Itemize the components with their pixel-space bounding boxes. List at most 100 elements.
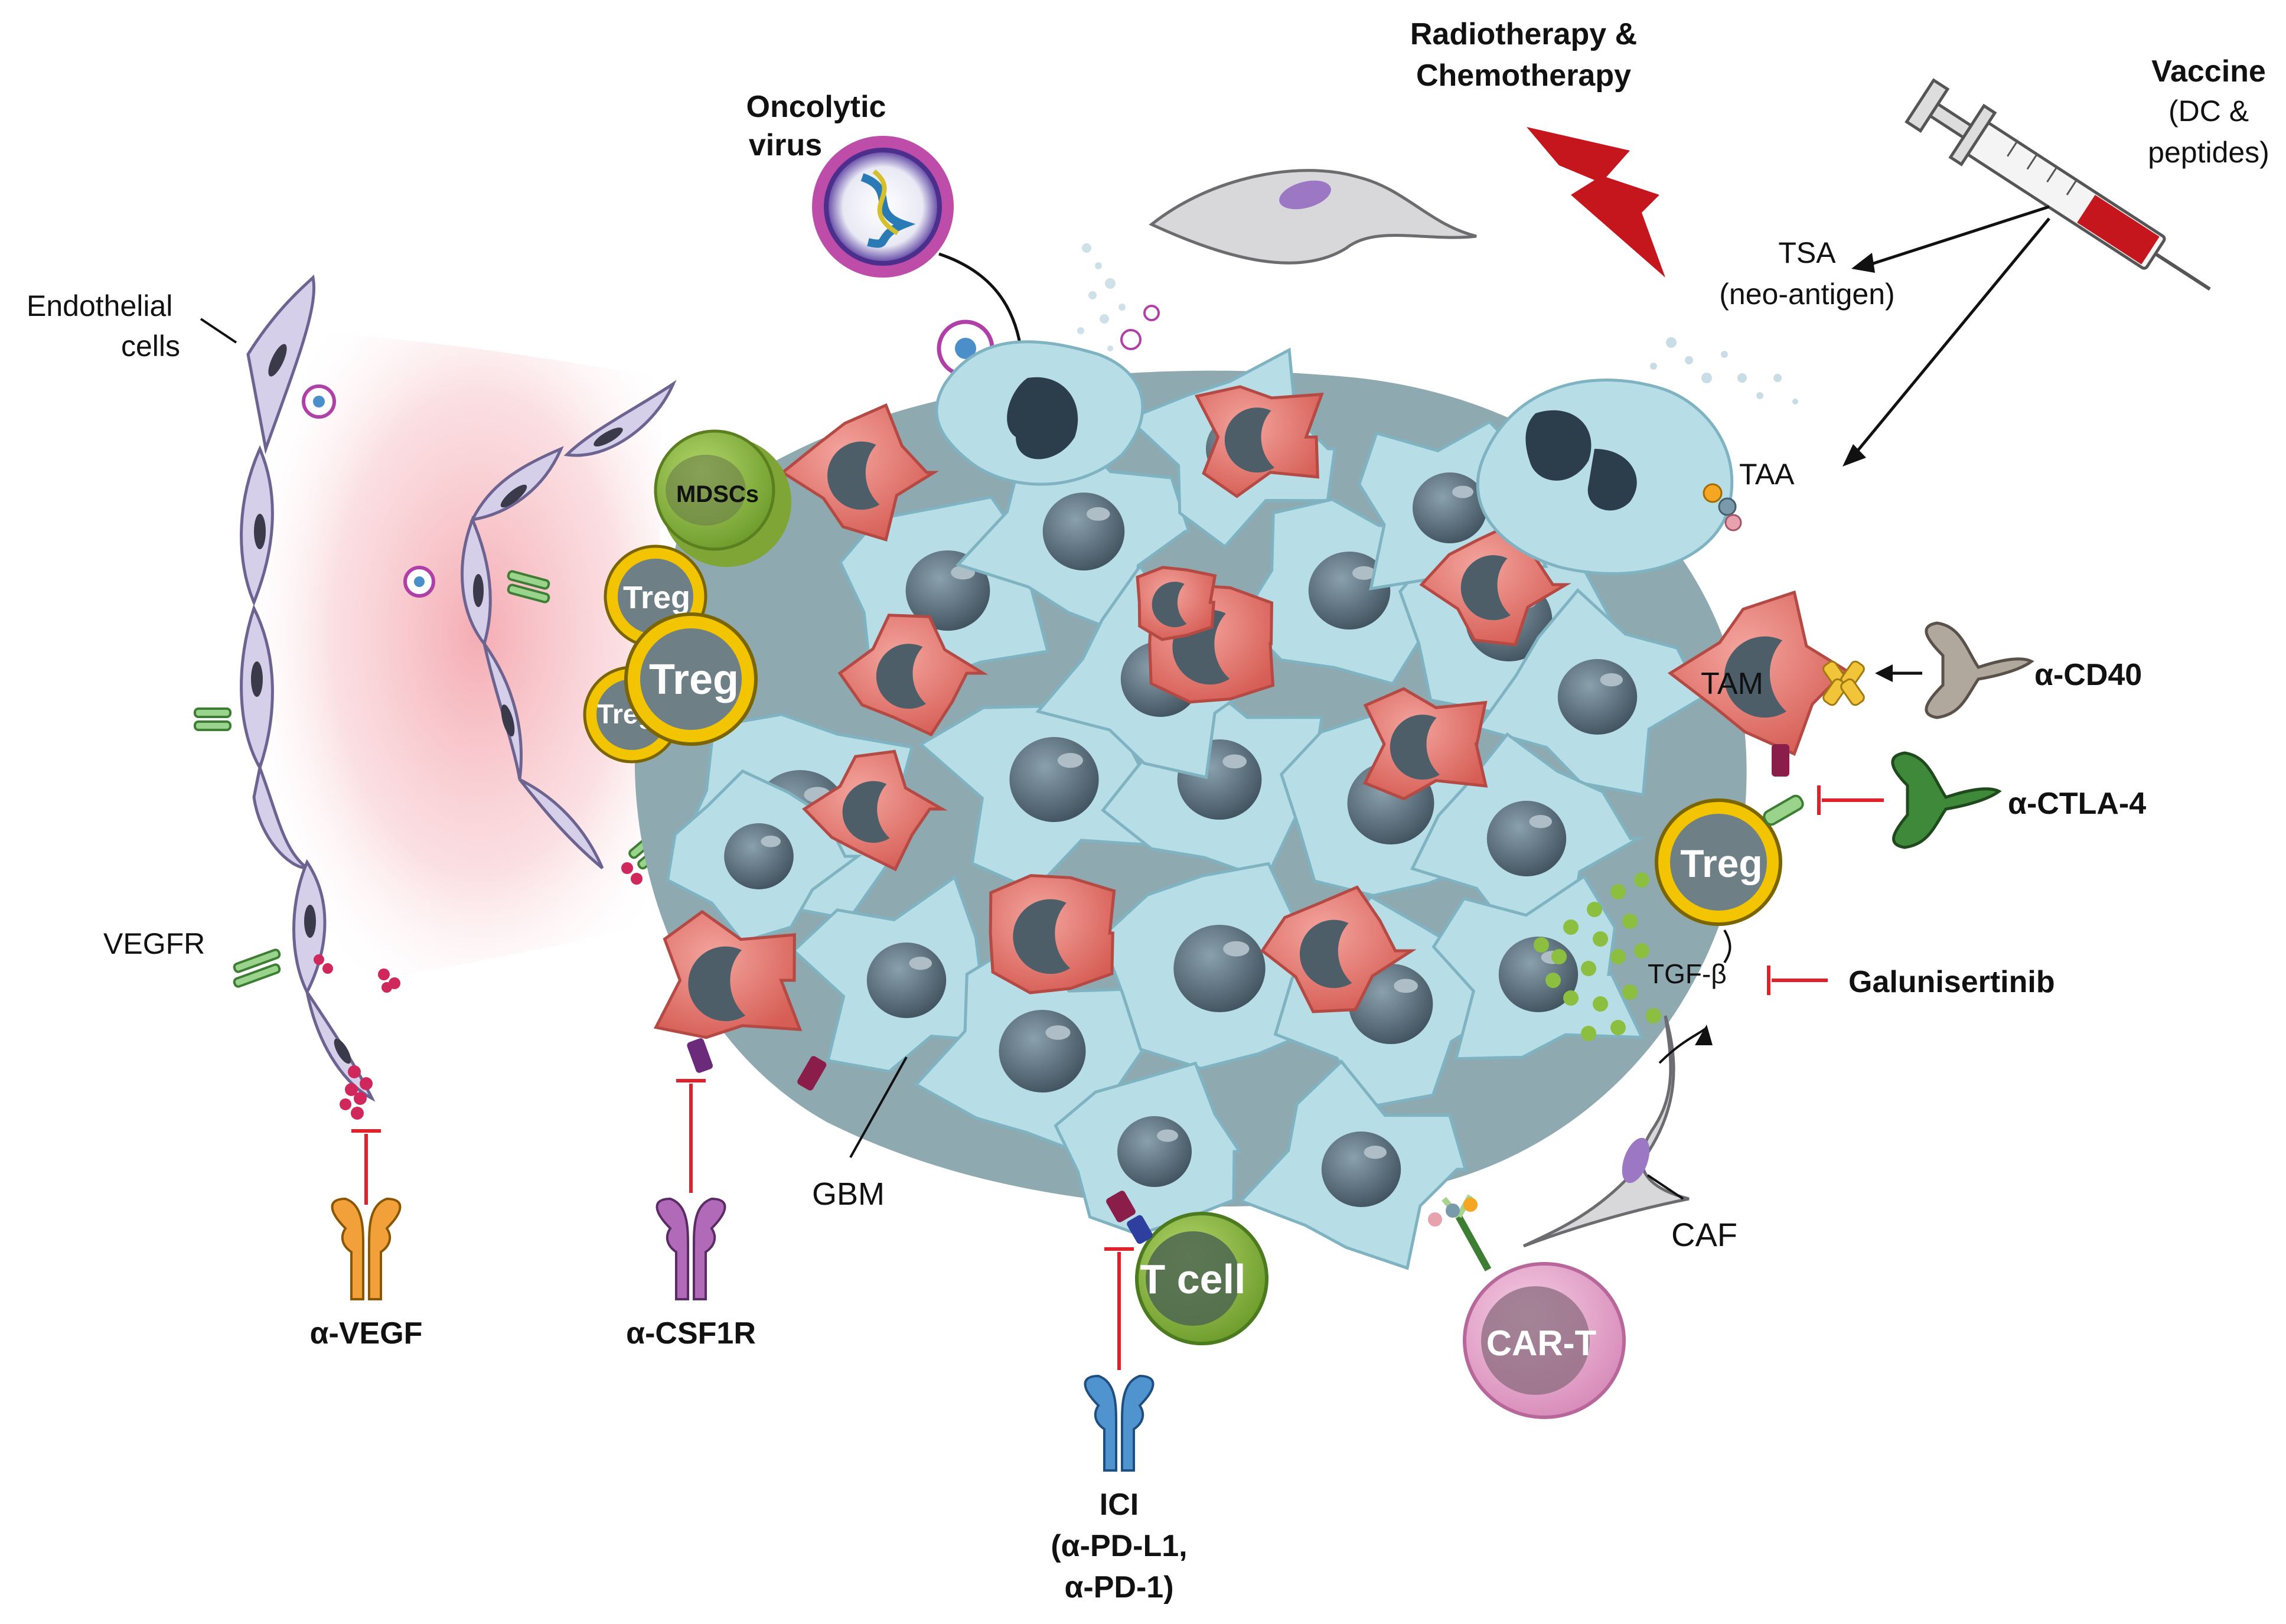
a-vegf-label: α-VEGF (310, 1316, 423, 1351)
tam-nucleus (1390, 715, 1440, 780)
treg-label: Treg (623, 580, 690, 615)
tam-receptor (1772, 744, 1789, 777)
tam-cell (1667, 590, 1856, 756)
lysed-tumor-cell-radiation (1476, 337, 1798, 575)
tam-receptor (797, 1056, 827, 1091)
gbm-nucleus (1557, 659, 1638, 735)
treg-cell-right: Treg (1655, 794, 1804, 926)
gbm-cell (1238, 1059, 1468, 1270)
tam-cell (989, 874, 1116, 994)
tam-cell (837, 614, 989, 737)
gbm-nucleus (1042, 493, 1125, 570)
vaccine-label-line3: peptides) (2148, 136, 2269, 169)
gbm-label: GBM (812, 1176, 885, 1212)
virus-entry-arrow (938, 252, 1023, 355)
lysed-tumor-cell-virus (935, 243, 1160, 486)
radiation-lightning-icon (1527, 127, 1665, 278)
t-cell-label: T cell (1140, 1256, 1246, 1302)
tam-nucleus (1724, 636, 1786, 718)
fibroblast-top (1149, 169, 1477, 265)
tam-nucleus (842, 781, 890, 843)
tam-nucleus (1299, 919, 1352, 989)
gbm-nucleus (1009, 737, 1099, 822)
gbm-nucleus (999, 1010, 1086, 1093)
galunisertinib-inhibition (1767, 966, 1828, 995)
mdsc-cell: MDSCs (654, 429, 791, 567)
endothelial-label-line1: Endothelial (27, 289, 172, 322)
tam-cell (653, 909, 803, 1039)
cd40-antibody-icon (1875, 621, 2034, 719)
gbm-nucleus (1117, 1116, 1192, 1187)
tsa-label-line1: TSA (1778, 236, 1836, 269)
vaccine-label-line1: Vaccine (2151, 54, 2266, 89)
tam-cell (1136, 566, 1217, 641)
vegf-inhibition (351, 1129, 381, 1205)
treg-cell: Treg (624, 612, 758, 746)
vaccine-arrows (1853, 205, 2050, 456)
car-t-cell: CAR-T (1428, 1194, 1626, 1419)
mdscs-label: MDSCs (676, 481, 759, 507)
ici-label-line2: (α-PD-L1, (1051, 1529, 1187, 1563)
oncolytic-label-line1: Oncolytic (746, 90, 886, 124)
tgf-beta-label: TGF-β (1648, 958, 1727, 989)
a-csf1r-label: α-CSF1R (626, 1316, 756, 1351)
tam-label: TAM (1701, 667, 1763, 701)
tgf-beta-molecules (1534, 872, 1661, 1041)
tam-nucleus (1224, 407, 1274, 473)
pd1-inhibition (1104, 1247, 1134, 1370)
csf1r-antibody-icon (656, 1197, 726, 1300)
virus-particles-in-vessel (302, 384, 435, 598)
labels: Oncolytic virus Radiotherapy & Chemother… (27, 17, 2269, 1605)
radiotherapy-label-line2: Chemotherapy (1416, 58, 1631, 93)
gbm-nucleus (1173, 925, 1266, 1012)
car-t-label: CAR-T (1486, 1323, 1597, 1363)
tsa-label-line2: (neo-antigen) (1719, 278, 1894, 311)
tam-cell (1260, 885, 1417, 1013)
cd40-receptor (1822, 660, 1865, 706)
vegf-antibody-icon (331, 1197, 402, 1300)
ctla4-antibody-icon (1891, 751, 2002, 849)
caf-cell (1522, 1015, 1690, 1248)
csf1r-inhibition (676, 1079, 706, 1193)
tam-nucleus (827, 441, 880, 510)
oncolytic-label-line2: virus (749, 128, 822, 162)
taa-label: TAA (1739, 458, 1795, 491)
gbm-cell (1431, 874, 1645, 1061)
syringe-icon (1905, 78, 2211, 291)
pd1-antibody-icon (1084, 1374, 1155, 1472)
tam-cell (802, 749, 948, 872)
pointer-lines (200, 318, 1684, 1200)
gbm-nucleus (1413, 472, 1487, 543)
t-cell: T cell (1106, 1191, 1268, 1345)
vegf-molecules (314, 862, 643, 1120)
blood-vessel (194, 274, 677, 1120)
endothelial-nuclei-left (251, 344, 351, 1064)
tam-nucleus (1460, 555, 1511, 621)
treg-label: Treg (649, 656, 739, 703)
treg-cluster: Treg Treg Treg (583, 544, 758, 764)
endothelial-label-line2: cells (121, 330, 180, 363)
tam-nucleus (1152, 582, 1187, 628)
vaccine-label-line2: (DC & (2168, 94, 2249, 128)
tam-nucleus (876, 644, 926, 709)
tam-cell (1194, 385, 1324, 498)
tam-cell (1362, 687, 1488, 801)
gbm-cell (1476, 588, 1710, 797)
ici-label-line3: α-PD-1) (1064, 1570, 1173, 1605)
gbm-nucleus (1486, 801, 1567, 876)
vessel-glow (254, 331, 661, 1004)
galunisertinib-label: Galunisertinib (1848, 965, 2055, 999)
caf-label: CAF (1671, 1216, 1737, 1253)
ici-label-line1: ICI (1100, 1488, 1139, 1522)
tam-cell (780, 403, 940, 542)
tam-nucleus (688, 946, 746, 1022)
vegfr-label: VEGFR (103, 927, 205, 960)
gbm-nucleus (1321, 1131, 1401, 1207)
tam-cells (653, 385, 1856, 1091)
gbm-nucleus (866, 943, 947, 1018)
radiotherapy-label-line1: Radiotherapy & (1410, 17, 1637, 51)
endothelial-nuclei-right (473, 427, 623, 737)
ctla4-inhibition (1817, 785, 1884, 815)
tam-receptor (687, 1038, 713, 1073)
